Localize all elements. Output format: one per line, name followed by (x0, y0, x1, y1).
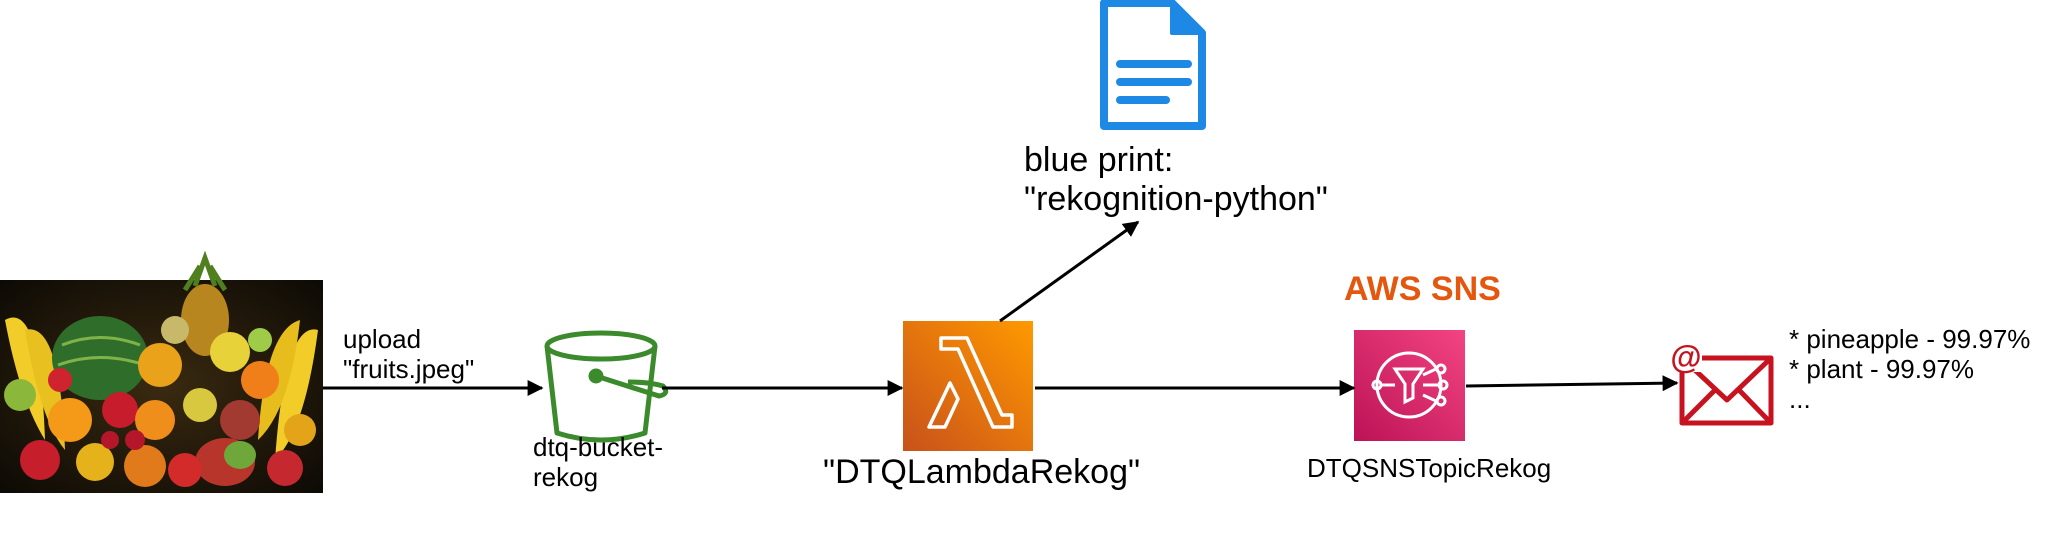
sns-label: DTQSNSTopicRekog (1307, 453, 1552, 483)
fruits-photo (0, 250, 323, 493)
result-lines: * pineapple - 99.97% * plant - 99.97% ..… (1789, 324, 2031, 414)
sns-icon (1354, 330, 1465, 441)
arrows (323, 220, 1679, 396)
sns-title: AWS SNS (1344, 270, 1501, 308)
arrow-sns-to-email (1465, 375, 1679, 392)
email-icon: @ (1670, 339, 1774, 426)
lambda-icon (903, 321, 1033, 451)
document-icon (1100, 0, 1206, 130)
arrow-lambda-to-blueprint (999, 220, 1140, 323)
bucket-label: dtq-bucket- rekog (533, 432, 664, 492)
blueprint-label: blue print: "rekognition-python" (1024, 141, 1328, 219)
s3-bucket-icon (544, 330, 669, 443)
upload-label: upload "fruits.jpeg" (343, 324, 475, 384)
svg-text:@: @ (1670, 339, 1701, 375)
lambda-label: "DTQLambdaRekog" (823, 453, 1141, 491)
